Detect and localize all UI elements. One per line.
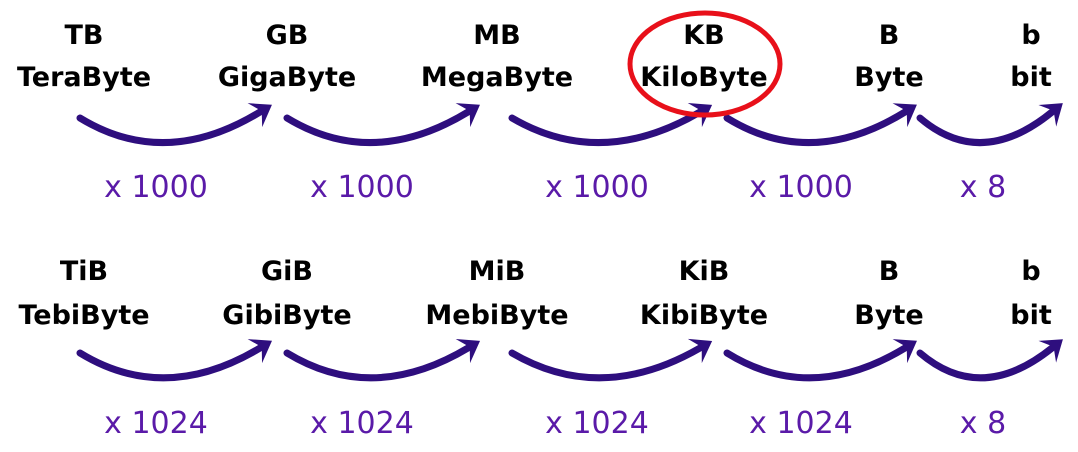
curved-arrow-icon-row2-kb-b (723, 339, 917, 382)
factor-mib-kib: x 1024 (545, 406, 649, 441)
curved-arrow-icon-row1-gb-mb (283, 103, 480, 147)
factor-mb-kb: x 1000 (545, 170, 649, 205)
unit-abbr-byte-2: B (878, 256, 900, 287)
unit-abbr-kilobyte: KB (683, 20, 725, 51)
unit-name-kibibyte: KibiByte (639, 300, 769, 331)
unit-abbr-mebibyte: MiB (468, 256, 526, 287)
unit-abbr-kibibyte: KiB (678, 256, 730, 287)
factor-b-bit: x 8 (959, 170, 1007, 205)
unit-abbr-gibibyte: GiB (261, 256, 313, 287)
unit-abbr-megabyte: MB (473, 20, 521, 51)
unit-name-mebibyte: MebiByte (425, 300, 569, 331)
unit-abbr-gigabyte: GB (265, 20, 309, 51)
unit-abbr-terabyte: TB (64, 20, 104, 51)
unit-name-megabyte: MegaByte (420, 62, 574, 93)
curved-arrow-icon-row2-tb-gb (76, 339, 273, 382)
unit-name-gigabyte: GigaByte (217, 62, 357, 93)
factor-tb-gb: x 1000 (104, 170, 208, 205)
curved-arrow-icon-row1-b-bit (916, 103, 1063, 147)
unit-abbr-byte: B (878, 20, 900, 51)
factor-tib-gib: x 1024 (104, 406, 208, 441)
unit-name-byte-2: Byte (854, 300, 924, 331)
curved-arrow-icon-row2-mb-kb (508, 338, 713, 382)
unit-name-gibibyte: GibiByte (222, 300, 352, 331)
curved-arrow-icon-row1-mb-kb (508, 102, 713, 147)
factor-b-bit-2: x 8 (959, 406, 1007, 441)
unit-name-byte: Byte (854, 62, 924, 93)
curved-arrow-icon-row1-tb-gb (76, 103, 272, 147)
factor-gib-mib: x 1024 (310, 406, 414, 441)
red-circle-highlight (627, 10, 783, 118)
factor-gb-mb: x 1000 (310, 170, 414, 205)
unit-abbr-bit: b (1021, 20, 1041, 51)
unit-abbr-tebibyte: TiB (59, 256, 109, 287)
curved-arrow-icon-row2-gb-mb (283, 339, 481, 382)
factor-kb-b: x 1000 (749, 170, 853, 205)
unit-abbr-bit-2: b (1021, 256, 1041, 287)
factor-kib-b: x 1024 (749, 406, 853, 441)
unit-name-bit-2: bit (1010, 300, 1052, 331)
unit-name-terabyte: TeraByte (16, 62, 152, 93)
unit-name-kilobyte: KiloByte (640, 62, 768, 93)
curved-arrow-icon-row1-kb-b (723, 103, 917, 147)
unit-name-tebibyte: TebiByte (18, 300, 150, 331)
curved-arrow-icon-row2-b-bit (916, 339, 1063, 382)
unit-name-bit: bit (1010, 62, 1052, 93)
